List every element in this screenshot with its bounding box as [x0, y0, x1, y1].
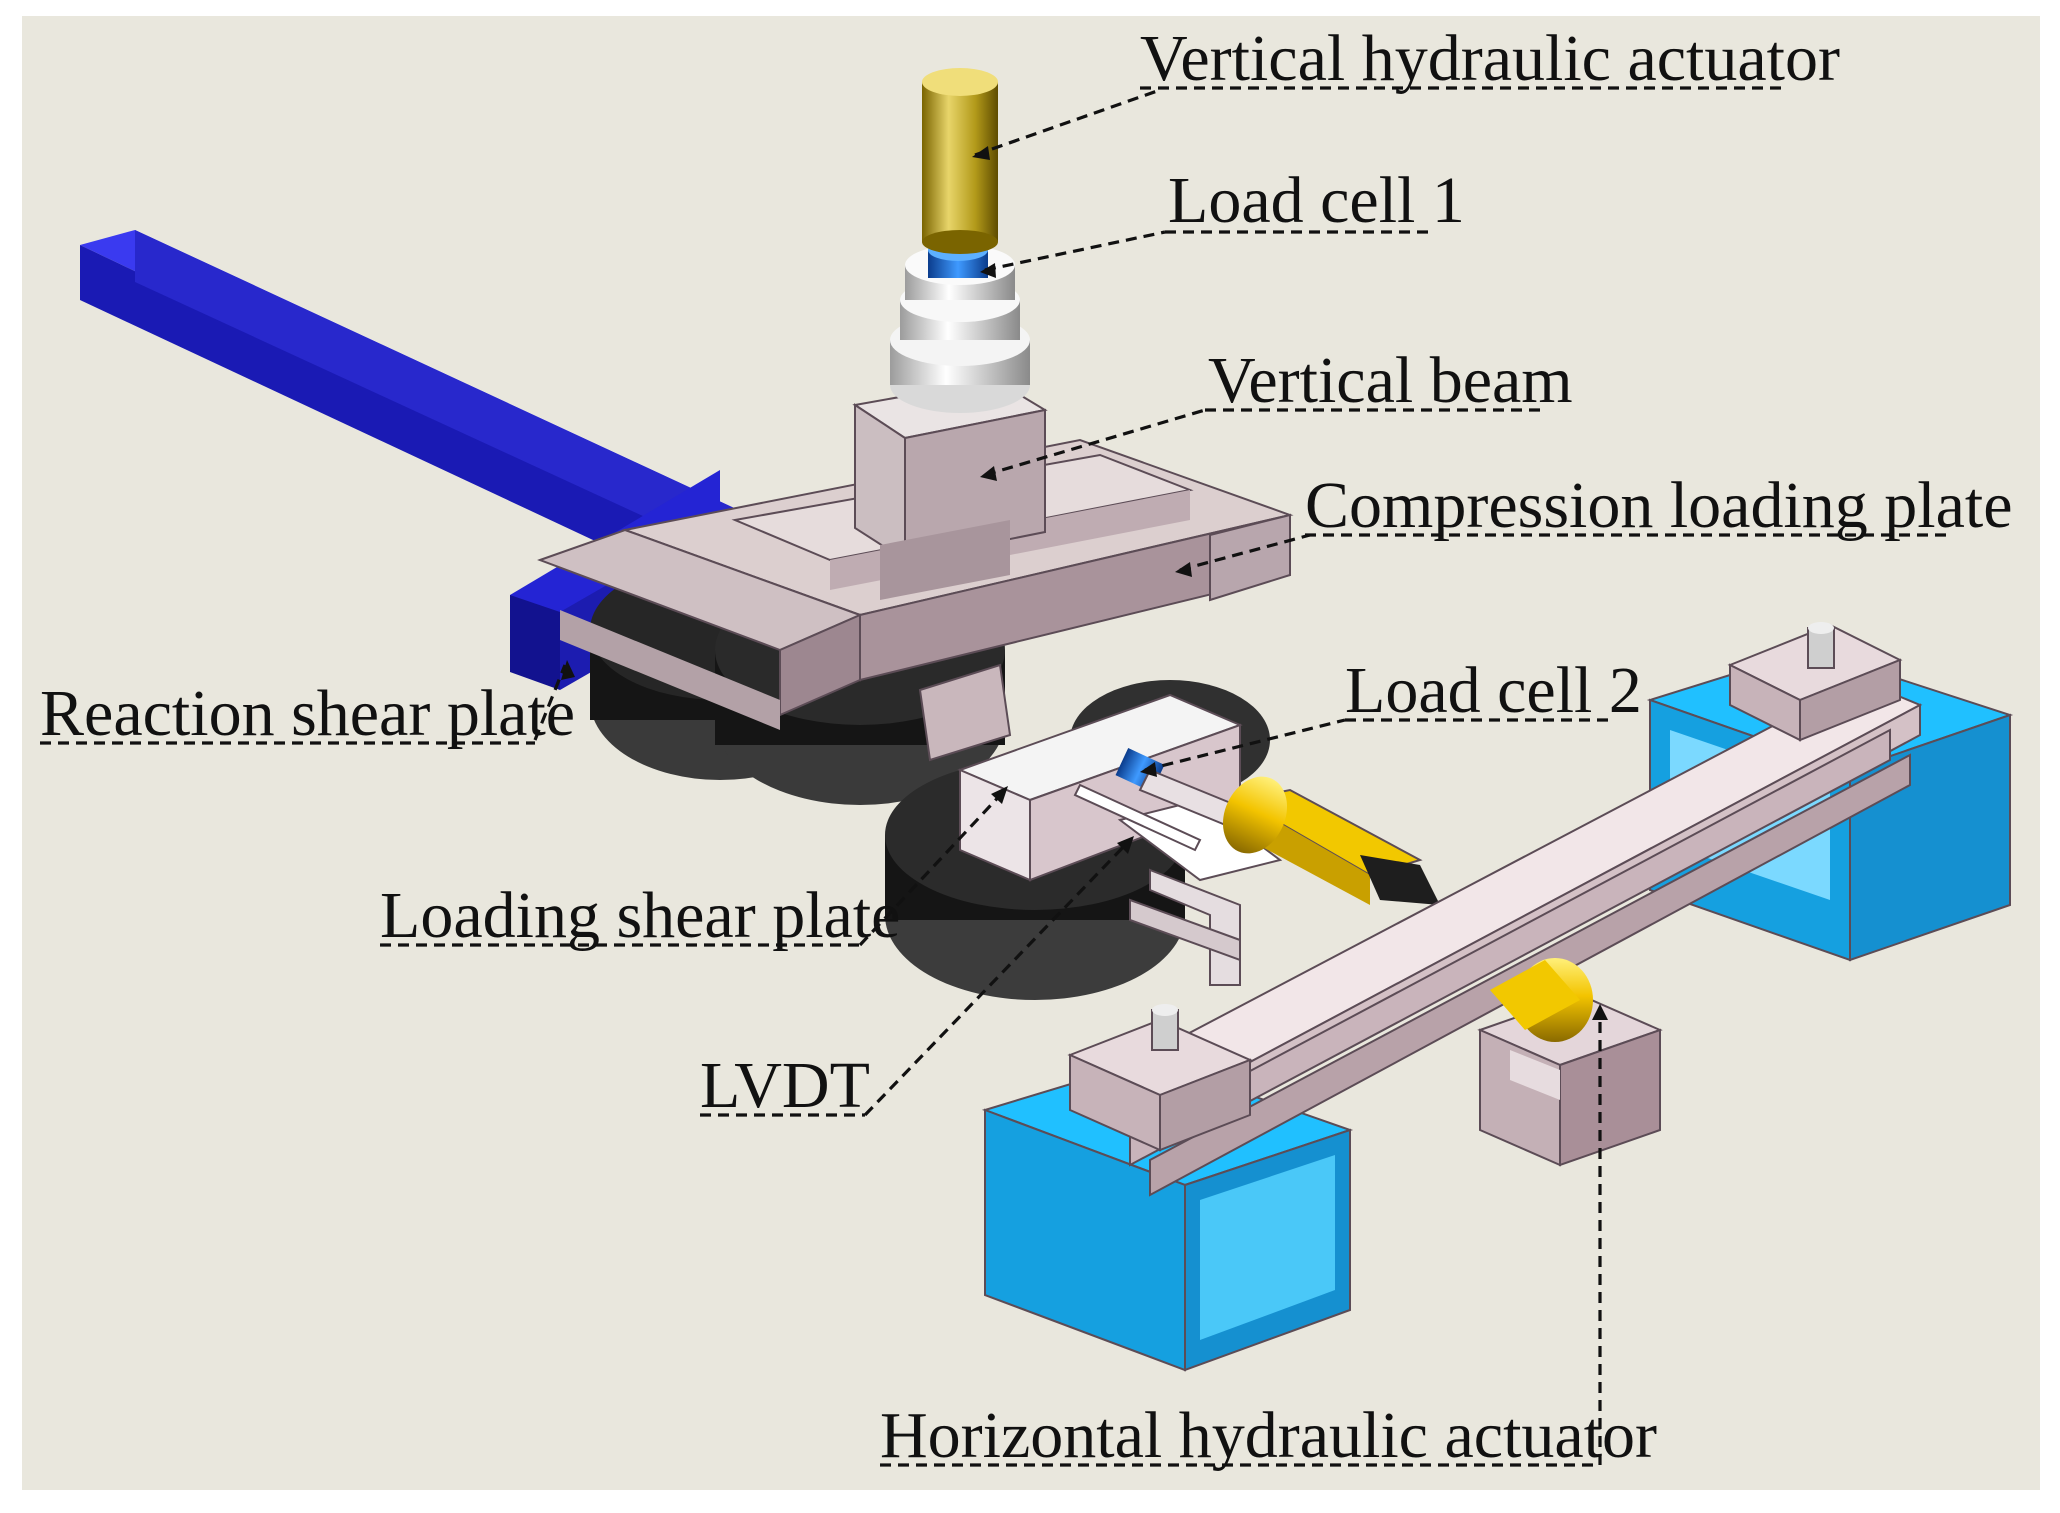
- leader-load-cell-1: [984, 230, 1166, 272]
- arrow-compression-loading-plate: [1175, 562, 1192, 577]
- label-load-cell-1: Load cell 1: [1168, 164, 1465, 237]
- arrow-load-cell-1: [980, 263, 996, 278]
- label-load-cell-2: Load cell 2: [1345, 654, 1642, 727]
- bolts: [1151, 622, 1835, 1051]
- arrow-horizontal-hydraulic-actuator: [1592, 1004, 1608, 1020]
- label-vertical-hydraulic-actuator: Vertical hydraulic actuator: [1140, 22, 1840, 95]
- leader-reaction-shear-plate: [533, 664, 567, 741]
- leader-vertical-beam: [984, 408, 1206, 477]
- label-lvdt: LVDT: [700, 1049, 870, 1122]
- label-horizontal-hydraulic-actuator: Horizontal hydraulic actuator: [880, 1399, 1657, 1472]
- leader-vertical-hydraulic-actuator: [974, 88, 1161, 157]
- lvdt: [1073, 783, 1241, 986]
- leader-lines: [40, 86, 1950, 1467]
- arrow-load-cell-2: [1140, 762, 1157, 777]
- horizontal-ram: [1222, 776, 1440, 905]
- horizontal-reaction-beam: [1067, 623, 1923, 1197]
- label-reaction-shear-plate: Reaction shear plate: [40, 677, 575, 750]
- arrow-vertical-hydraulic-actuator: [972, 146, 990, 160]
- labels: Vertical hydraulic actuator Load cell 1 …: [40, 22, 2013, 1472]
- leader-lvdt: [863, 838, 1132, 1117]
- leader-compression-loading-plate: [1179, 533, 1311, 572]
- leader-load-cell-2: [1144, 718, 1346, 772]
- label-compression-loading-plate: Compression loading plate: [1305, 469, 2013, 542]
- label-loading-shear-plate: Loading shear plate: [380, 879, 900, 952]
- arrow-loading-shear-plate: [991, 786, 1008, 804]
- horizontal-hydraulic-actuator: [1477, 958, 1663, 1167]
- label-vertical-beam: Vertical beam: [1208, 344, 1573, 417]
- arrow-lvdt: [1117, 836, 1134, 854]
- load-cell-1-fixture: [890, 245, 1030, 413]
- arrowheads: [561, 146, 1608, 1020]
- vertical-hydraulic-actuator: [922, 68, 998, 254]
- arrow-vertical-beam: [980, 466, 997, 481]
- arrow-reaction-shear-plate: [561, 660, 575, 680]
